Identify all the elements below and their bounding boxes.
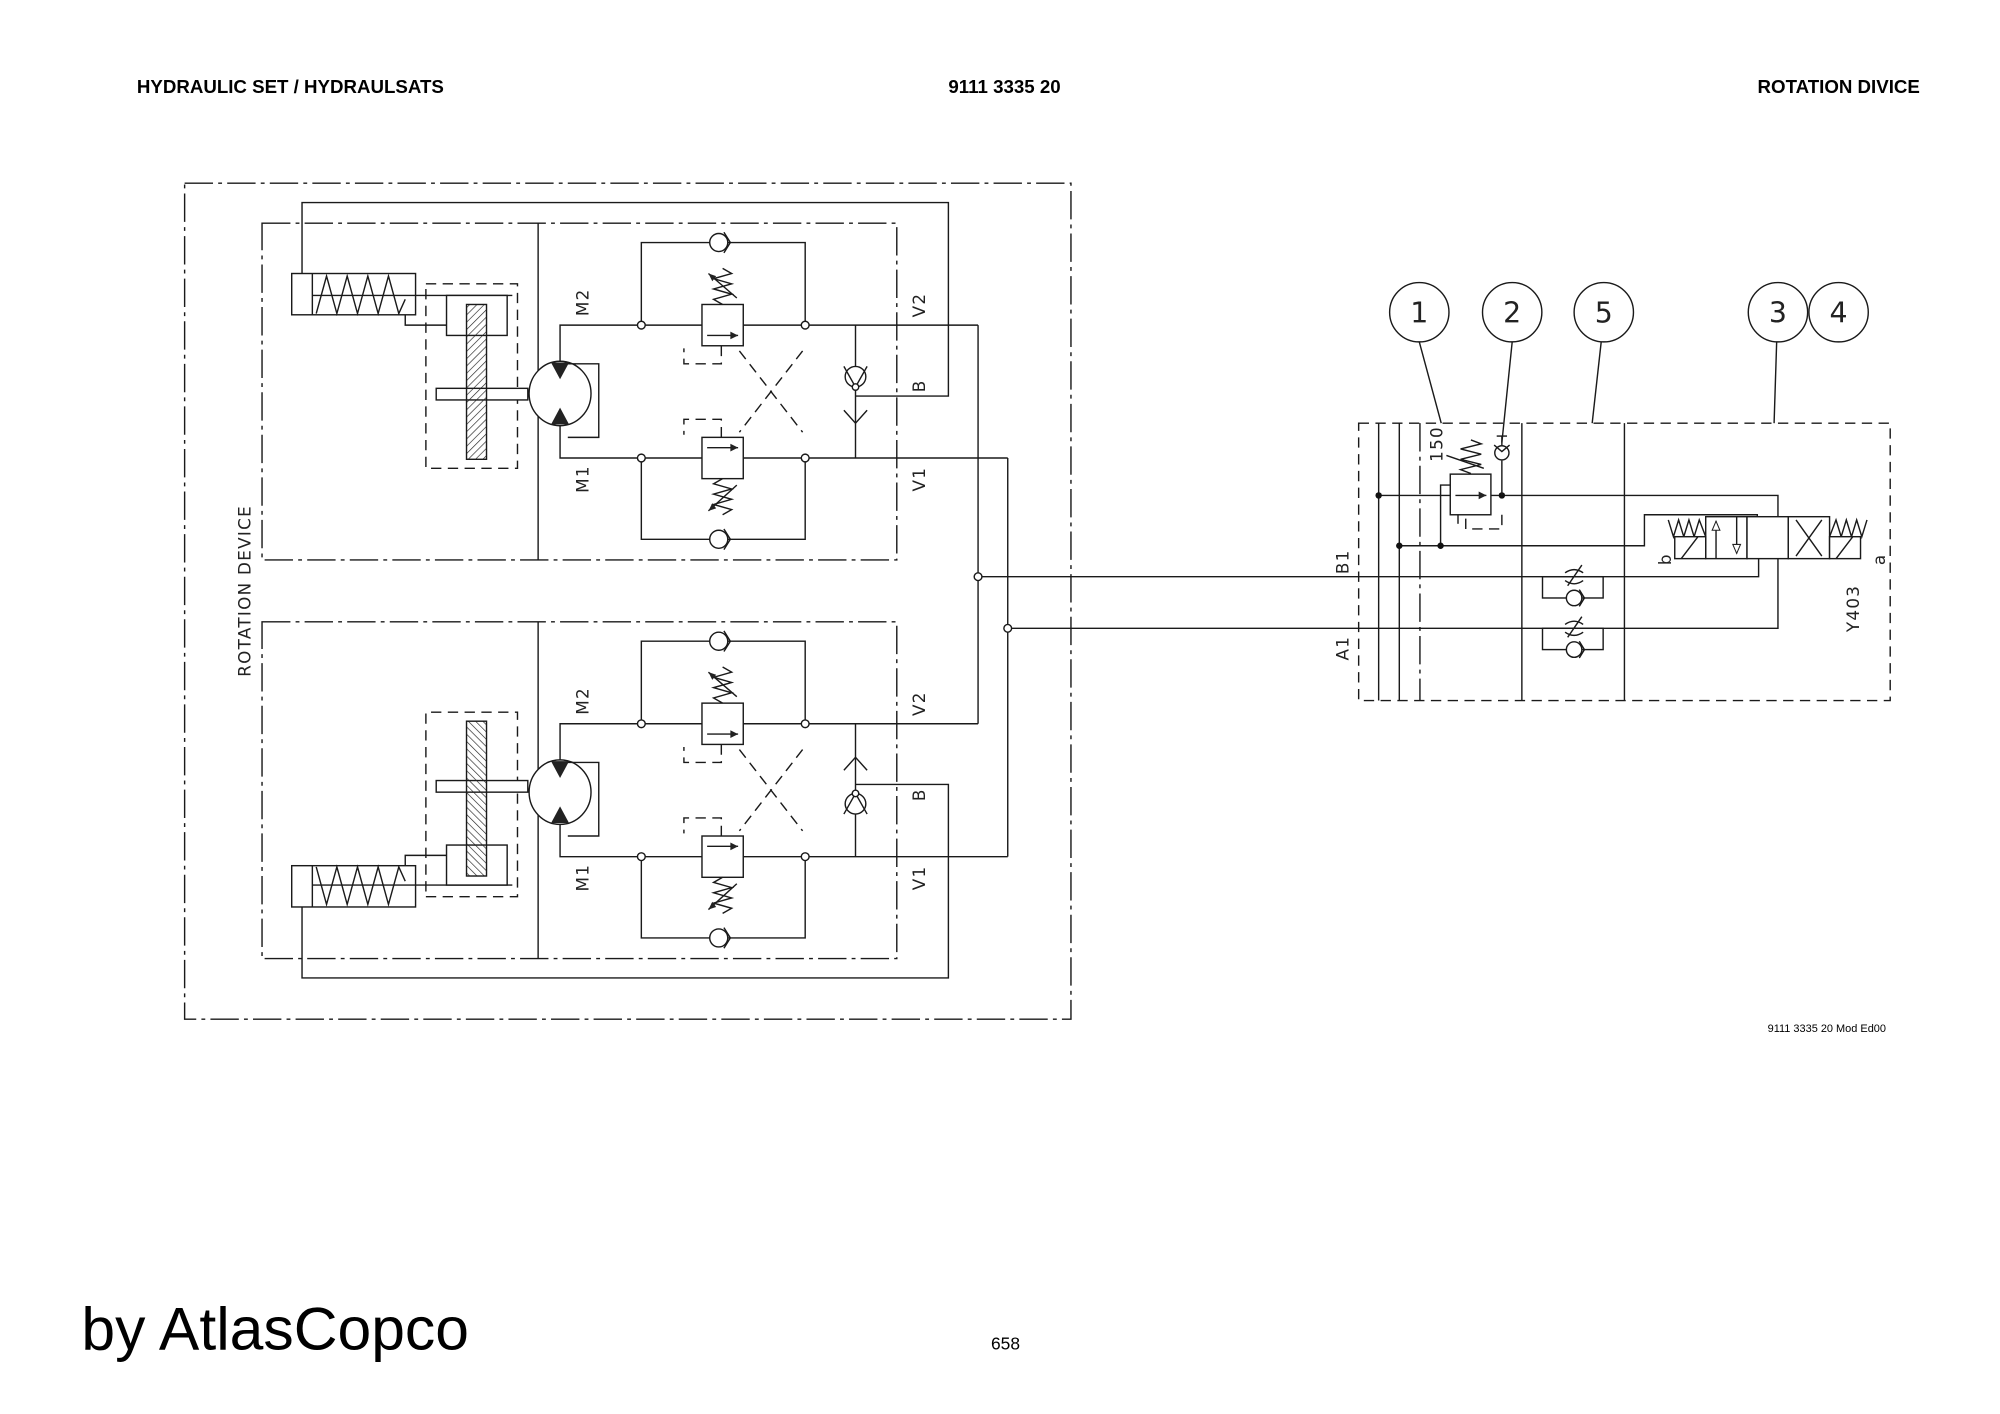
port-v2-label: V2 [909, 293, 929, 318]
port-b-label: B [909, 379, 929, 392]
port-m1-label: M1 [572, 465, 592, 493]
enclosure-label: ROTATION DEVICE [234, 505, 254, 677]
port-a1-label: A1 [1332, 636, 1352, 661]
part-number: 9111 3335 20 [948, 76, 1060, 97]
page-number: 658 [991, 1333, 1020, 1353]
document-title: HYDRAULIC SET / HYDRAULSATS [137, 76, 444, 97]
port-m1-label: M1 [572, 864, 592, 892]
port-b1-label: B1 [1332, 549, 1352, 574]
item-balloons: 1 2 5 3 4 [1388, 281, 1869, 443]
flow-control-valves [1541, 564, 1604, 659]
lower-motor-unit: M2 M1 V2 V1 B [261, 621, 1009, 979]
upper-motor-unit: M2 M1 V2 V1 B [261, 201, 1009, 561]
port-m2-label: M2 [572, 288, 592, 316]
balloon-3: 3 [1769, 297, 1787, 330]
valve-block: 1 2 5 3 4 150 [1332, 281, 1891, 702]
rotation-device-assembly: ROTATION DEVICE M2 M1 V2 V1 B M2 M1 V2 V… [183, 182, 1072, 1020]
port-v2-label: V2 [909, 691, 929, 716]
directional-valve-y403: b a Y403 [1655, 515, 1889, 633]
port-v1-label: V1 [909, 467, 929, 492]
port-v1-label: V1 [909, 865, 929, 890]
valve-tag-label: Y403 [1843, 585, 1863, 633]
balloon-4: 4 [1830, 297, 1848, 330]
section-title: ROTATION DIVICE [1758, 76, 1920, 97]
brand-text: by AtlasCopco [81, 1294, 469, 1362]
balloon-1: 1 [1410, 297, 1428, 330]
relief-setting-label: 150 [1427, 426, 1447, 462]
drawing-reference: 9111 3335 20 Mod Ed00 [1768, 1023, 1886, 1035]
rotation-device-enclosure [183, 182, 1072, 1020]
balloon-2: 2 [1503, 297, 1521, 330]
solenoid-b-label: b [1655, 553, 1675, 565]
port-b-label: B [909, 788, 929, 801]
port-m2-label: M2 [572, 687, 592, 715]
balloon-5: 5 [1595, 297, 1613, 330]
solenoid-a-label: a [1869, 554, 1889, 566]
supply-lines [973, 325, 1779, 857]
